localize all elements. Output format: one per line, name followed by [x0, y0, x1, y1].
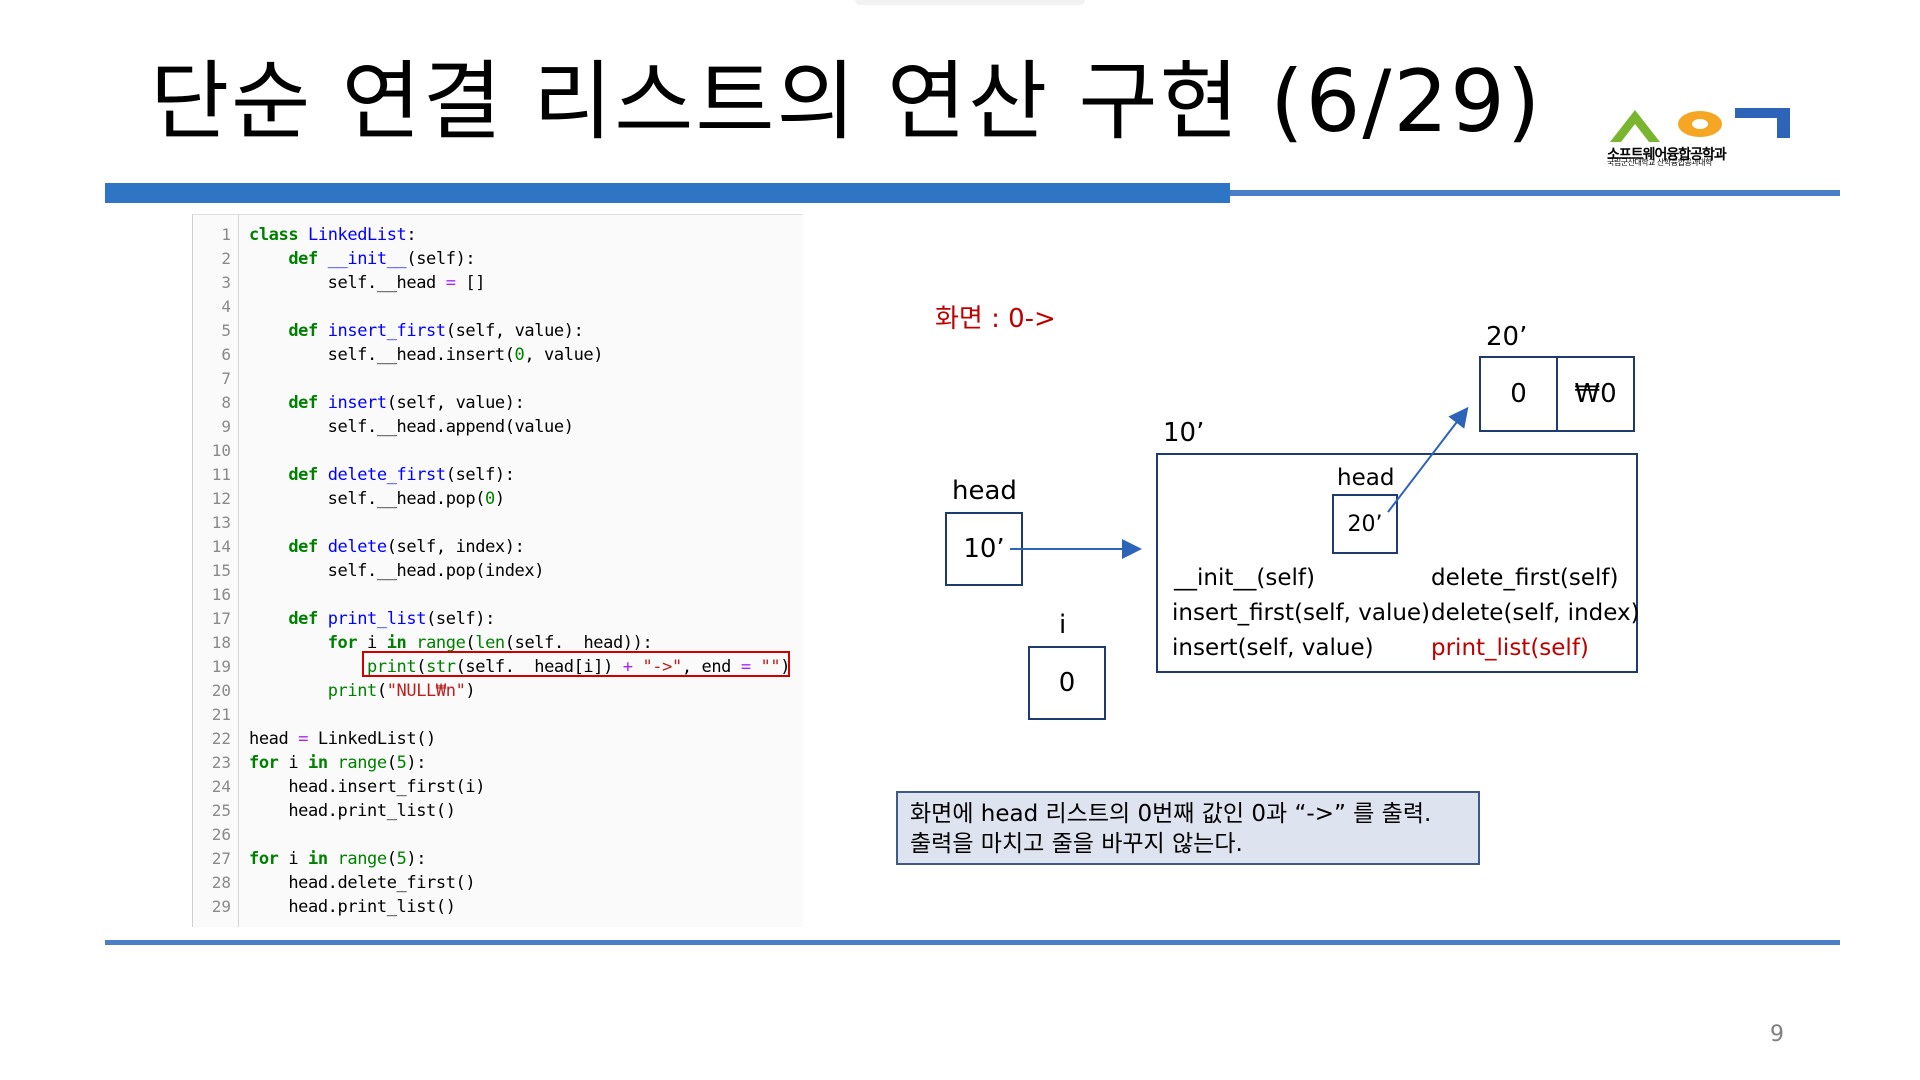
line-number: 1	[221, 225, 231, 244]
line-number: 25	[211, 801, 231, 820]
code-line: print("NULL₩n")	[327, 681, 476, 701]
method-delete: delete(self, index)	[1431, 600, 1640, 626]
code-line: self.__head.pop(0)	[249, 489, 505, 509]
line-number: 17	[211, 609, 231, 628]
line-number: 5	[221, 321, 231, 340]
code-line: def insert_first(self, value):	[288, 321, 584, 341]
code-line: print(str(self.__head[i]) + "->", end = …	[367, 657, 791, 677]
code-line: def print_list(self):	[288, 609, 495, 629]
page-number: 9	[1770, 1022, 1784, 1047]
department-logo	[1610, 108, 1790, 142]
code-line: head.print_list()	[249, 897, 456, 917]
code-line: class LinkedList:	[249, 225, 417, 245]
line-number: 18	[211, 633, 231, 652]
note-line-1: 화면에 head 리스트의 0번째 값인 0과 “->” 를 출력.	[910, 801, 1432, 827]
code-line: for i in range(len(self.__head)):	[327, 633, 653, 653]
line-number: 28	[211, 873, 231, 892]
line-number: 19	[211, 657, 231, 676]
i-variable-label: i	[1059, 610, 1067, 640]
code-line: head.insert_first(i)	[249, 777, 486, 797]
header-bar-thick	[105, 183, 1230, 203]
object-head-box: 20’	[1332, 494, 1398, 554]
code-line: self.__head.insert(0, value)	[249, 345, 604, 365]
line-number: 4	[221, 297, 231, 316]
line-number: 23	[211, 753, 231, 772]
line-number: 12	[211, 489, 231, 508]
line-number: 8	[221, 393, 231, 412]
line-number: 27	[211, 849, 231, 868]
method-insert-first: insert_first(self, value)	[1172, 600, 1431, 626]
line-number: 21	[211, 705, 231, 724]
object-head-label: head	[1337, 465, 1395, 491]
code-line: for i in range(5):	[249, 753, 427, 773]
line-number: 22	[211, 729, 231, 748]
highlighted-print-statement	[362, 651, 790, 677]
code-line: self.__head.pop(index)	[249, 561, 545, 581]
line-number: 14	[211, 537, 231, 556]
logo-caption-university: 국립군산대학교 산학융합공과대학	[1607, 158, 1712, 167]
code-line: def delete(self, index):	[288, 537, 525, 557]
code-line: for i in range(5):	[249, 849, 427, 869]
head-variable-box: 10’	[945, 512, 1023, 586]
line-number: 13	[211, 513, 231, 532]
code-line: self.__head.append(value)	[249, 417, 574, 437]
line-number: 7	[221, 369, 231, 388]
method-insert: insert(self, value)	[1172, 635, 1374, 661]
header-bar-thin	[1230, 190, 1840, 196]
footer-bar	[105, 940, 1840, 945]
line-number: 10	[211, 441, 231, 460]
code-line: self.__head = []	[249, 273, 486, 293]
list-cell-value: 0	[1479, 356, 1558, 432]
top-tab-hint	[855, 0, 1085, 5]
line-number: 2	[221, 249, 231, 268]
code-line: def __init__(self):	[288, 249, 476, 269]
code-line: def delete_first(self):	[288, 465, 515, 485]
method-print-list: print_list(self)	[1431, 635, 1589, 661]
line-number: 20	[211, 681, 231, 700]
line-number: 6	[221, 345, 231, 364]
line-number: 15	[211, 561, 231, 580]
line-number: 16	[211, 585, 231, 604]
line-number: 11	[211, 465, 231, 484]
list-cell-null: ₩0	[1556, 356, 1635, 432]
code-line: head.delete_first()	[249, 873, 476, 893]
note-line-2: 출력을 마치고 줄을 바꾸지 않는다.	[910, 831, 1243, 857]
line-number: 26	[211, 825, 231, 844]
method-delete-first: delete_first(self)	[1431, 565, 1619, 591]
code-line: head = LinkedList()	[249, 729, 436, 749]
object-address-label: 10’	[1163, 418, 1205, 448]
code-line: def insert(self, value):	[288, 393, 525, 413]
line-number: 29	[211, 897, 231, 916]
code-line: head.print_list()	[249, 801, 456, 821]
line-number: 24	[211, 777, 231, 796]
line-number: 3	[221, 273, 231, 292]
logo-caption-department: 소프트웨어융합공학과	[1607, 147, 1727, 163]
i-variable-box: 0	[1028, 646, 1106, 720]
head-variable-label: head	[952, 476, 1017, 506]
screen-output-label: 화면 : 0->	[935, 304, 1056, 334]
list-address-label: 20’	[1486, 322, 1528, 352]
line-number: 9	[221, 417, 231, 436]
method-init: __init__(self)	[1174, 565, 1315, 591]
slide-title: 단순 연결 리스트의 연산 구현 (6/29)	[150, 52, 1543, 152]
explanation-note: 화면에 head 리스트의 0번째 값인 0과 “->” 를 출력. 출력을 마…	[896, 791, 1480, 865]
